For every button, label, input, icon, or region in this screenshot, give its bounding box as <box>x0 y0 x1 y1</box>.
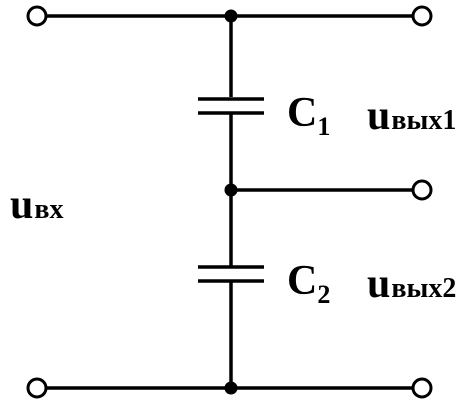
label-c2-letter: C <box>287 258 317 304</box>
label-u-output1: uвых1 <box>367 93 456 139</box>
output-terminal-bottom <box>411 377 433 399</box>
label-u-input: uвх <box>10 182 63 228</box>
label-c2-index: 2 <box>317 280 330 309</box>
label-c1-index: 1 <box>317 112 330 141</box>
output-terminal-top <box>411 5 433 27</box>
label-u-output2: uвых2 <box>367 261 456 307</box>
capacitor-c1 <box>198 97 264 115</box>
label-u-output2-subscript: вых2 <box>391 273 456 304</box>
label-u-input-subscript: вх <box>34 194 63 225</box>
junction-node-top <box>224 9 238 23</box>
input-terminal-top <box>26 5 48 27</box>
input-terminal-bottom <box>26 377 48 399</box>
label-u-output1-subscript: вых1 <box>391 105 456 136</box>
label-c1: C1 <box>287 90 330 141</box>
junction-node-middle <box>224 183 238 197</box>
label-c2: C2 <box>287 258 330 309</box>
label-u-output1-symbol: u <box>367 93 390 139</box>
label-u-input-symbol: u <box>10 182 33 228</box>
junction-node-bottom <box>224 381 238 395</box>
label-u-output2-symbol: u <box>367 261 390 307</box>
output-terminal-middle <box>411 179 433 201</box>
label-c1-letter: C <box>287 90 317 136</box>
capacitor-c2 <box>198 265 264 283</box>
